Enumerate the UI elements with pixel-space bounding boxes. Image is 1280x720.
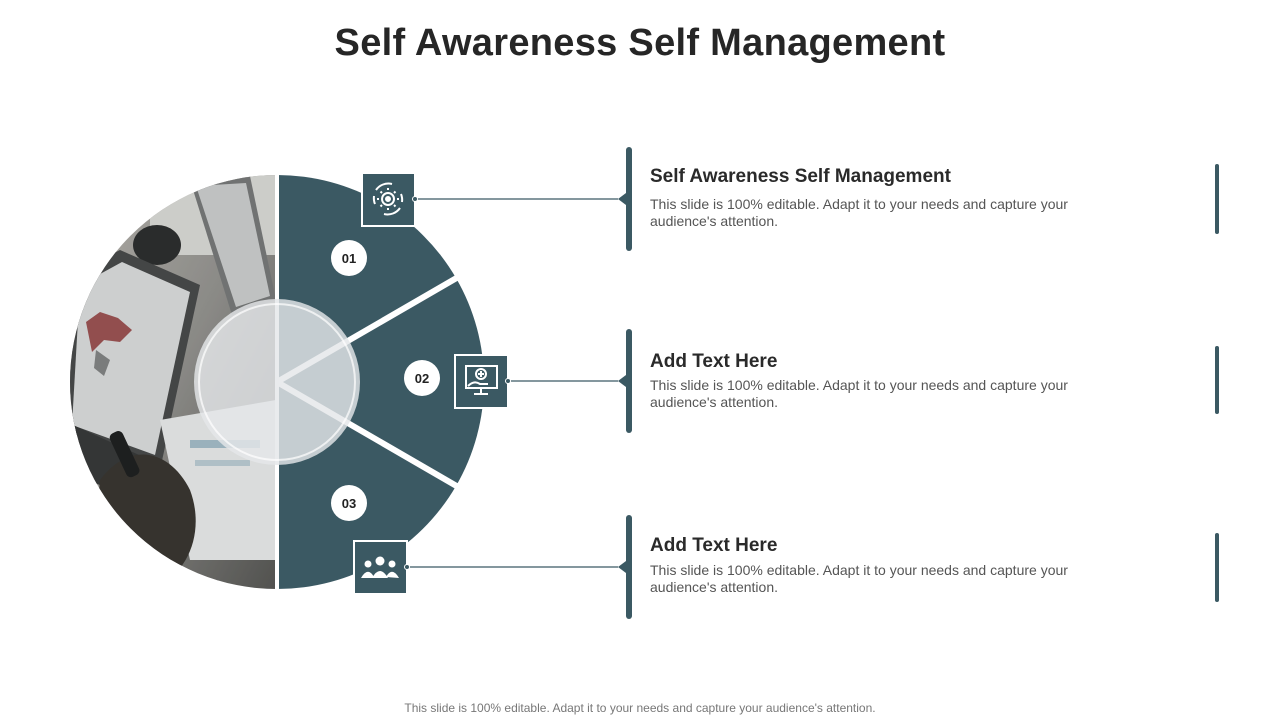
slide-title: Self Awareness Self Management [334,22,946,64]
item-02-description: This slide is 100% editable. Adapt it to… [650,377,1068,410]
icon-tile-01 [361,172,416,227]
svg-text:02: 02 [415,371,429,386]
item-01-description: This slide is 100% editable. Adapt it to… [650,196,1068,229]
svg-text:03: 03 [342,496,356,511]
bracket-03 [618,515,1219,619]
bracket-02 [618,329,1219,433]
footer-note: This slide is 100% editable. Adapt it to… [404,701,876,715]
connector-03 [404,564,618,570]
item-01-heading: Self Awareness Self Management [650,166,951,187]
computer-care-icon [465,365,498,395]
center-circle [194,299,360,465]
bracket-01 [618,147,1219,251]
number-badge-02: 02 [404,360,440,396]
segment-02 [277,278,485,486]
svg-text:01: 01 [342,251,356,266]
icon-tile-02 [454,354,509,409]
item-02-heading: Add Text Here [650,351,778,372]
connector-02 [505,378,618,384]
gear-arrows-icon [372,182,404,216]
number-badge-03: 03 [331,485,367,521]
number-badge-01: 01 [331,240,367,276]
item-03-heading: Add Text Here [650,535,778,556]
item-03-description: This slide is 100% editable. Adapt it to… [650,562,1068,595]
connector-01 [412,196,618,202]
icon-tile-03 [353,540,408,595]
team-icon [361,556,399,578]
